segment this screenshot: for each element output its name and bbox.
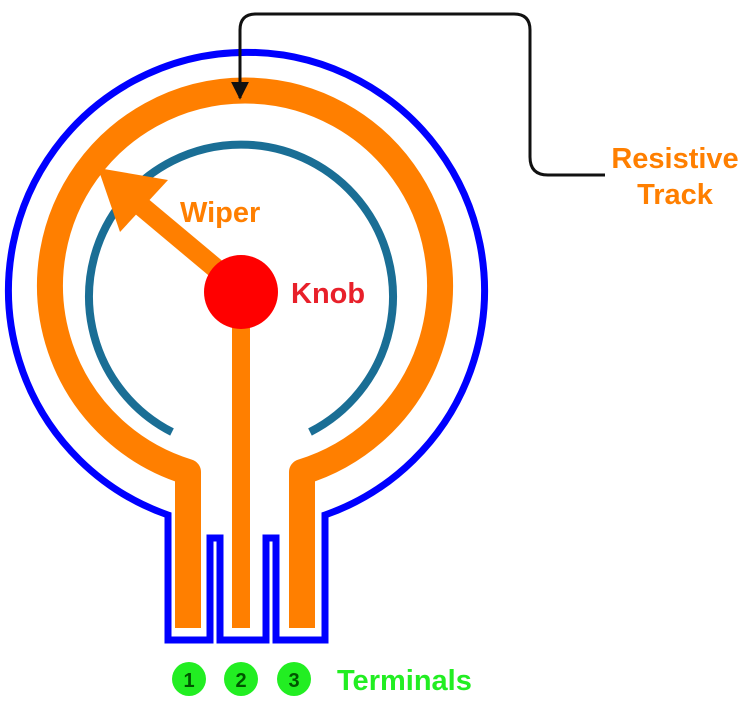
resistive-track-pointer (231, 12, 605, 177)
knob-label: Knob (291, 278, 365, 310)
terminal-2: 2 (224, 662, 258, 696)
resistive-track-label-line1: Resistive (611, 143, 738, 175)
terminals-label: Terminals (337, 665, 472, 697)
terminal-3-dot (277, 662, 311, 696)
terminal-3: 3 (277, 662, 311, 696)
housing-outline (5, 48, 488, 644)
terminal-1: 1 (172, 662, 206, 696)
terminal-2-dot (224, 662, 258, 696)
knob (204, 255, 278, 329)
terminal-3-number: 3 (288, 670, 299, 692)
terminal-1-number: 1 (183, 670, 194, 692)
inner-arc (85, 140, 397, 436)
terminal-2-number: 2 (235, 670, 246, 692)
wiper-arrow-head (98, 168, 168, 232)
terminal-1-dot (172, 662, 206, 696)
resistive-track-label-line2: Track (637, 179, 714, 211)
wiper-label: Wiper (180, 197, 260, 229)
